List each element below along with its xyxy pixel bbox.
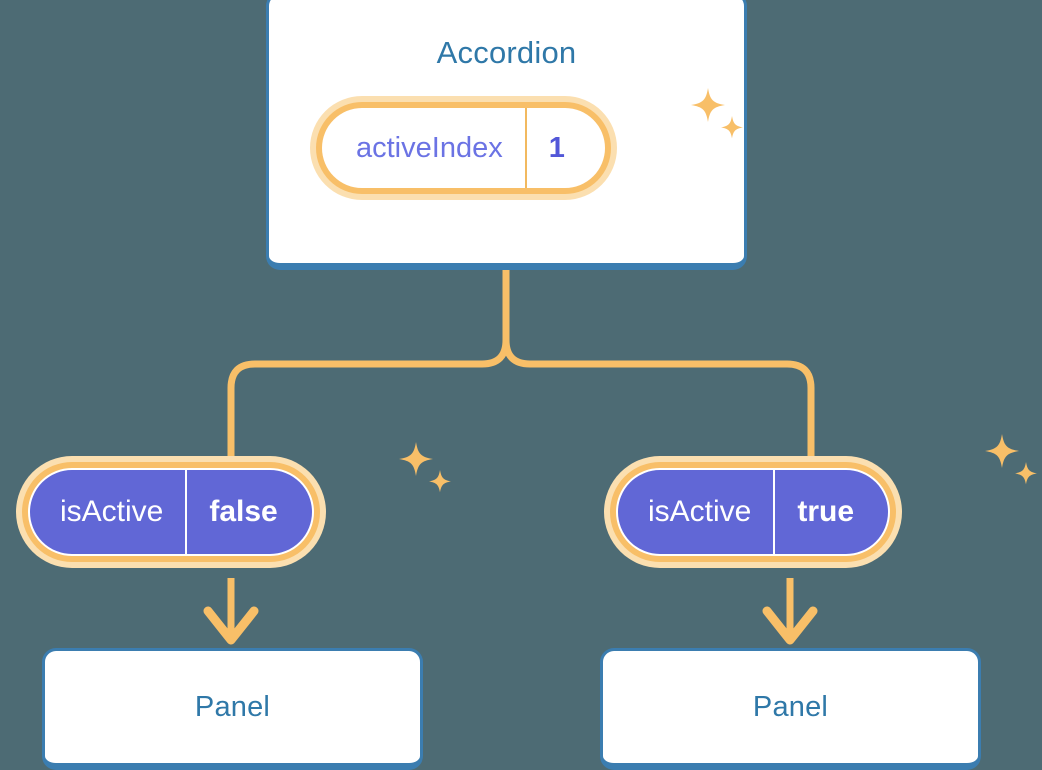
state-pill-value: true xyxy=(773,470,888,554)
state-pill-value: 1 xyxy=(524,108,605,188)
pill-halo: isActive true xyxy=(604,456,903,568)
component-title-panel: Panel xyxy=(752,690,829,723)
component-card-panel-left[interactable]: Panel xyxy=(42,648,423,770)
sparkle-small-icon xyxy=(1015,462,1037,485)
component-card-panel-right[interactable]: Panel xyxy=(600,648,981,770)
sparkle-small-icon xyxy=(429,470,451,493)
state-pill-key: isActive xyxy=(648,495,752,528)
arrow-down-icon-left xyxy=(203,606,259,645)
sparkle-large-icon xyxy=(985,434,1019,468)
pill-ring: isActive false xyxy=(22,462,320,562)
pill-body: isActive true xyxy=(616,468,891,556)
component-title-accordion: Accordion xyxy=(436,35,577,70)
pill-body: activeIndex 1 xyxy=(322,108,605,188)
pill-ring: activeIndex 1 xyxy=(316,102,611,194)
pill-halo: isActive false xyxy=(16,456,326,568)
state-pill-value: false xyxy=(185,470,311,554)
pill-ring: isActive true xyxy=(610,462,897,562)
sparkles-decoration-right xyxy=(985,434,1037,485)
state-pill-is-active-true[interactable]: isActive true xyxy=(604,456,903,568)
connector-trunk-split xyxy=(227,266,510,466)
state-pill-is-active-false[interactable]: isActive false xyxy=(16,456,326,568)
connector-trunk-split-right xyxy=(502,336,815,466)
pill-halo: activeIndex 1 xyxy=(310,96,617,200)
state-pill-key: activeIndex xyxy=(356,131,503,164)
pill-body: isActive false xyxy=(28,468,314,556)
state-pill-key: isActive xyxy=(60,495,164,528)
sparkle-large-icon xyxy=(399,442,433,476)
state-pill-active-index[interactable]: activeIndex 1 xyxy=(310,96,617,200)
component-title-panel: Panel xyxy=(194,690,271,723)
arrow-down-icon-right xyxy=(762,606,818,645)
sparkles-decoration-left xyxy=(399,442,451,493)
